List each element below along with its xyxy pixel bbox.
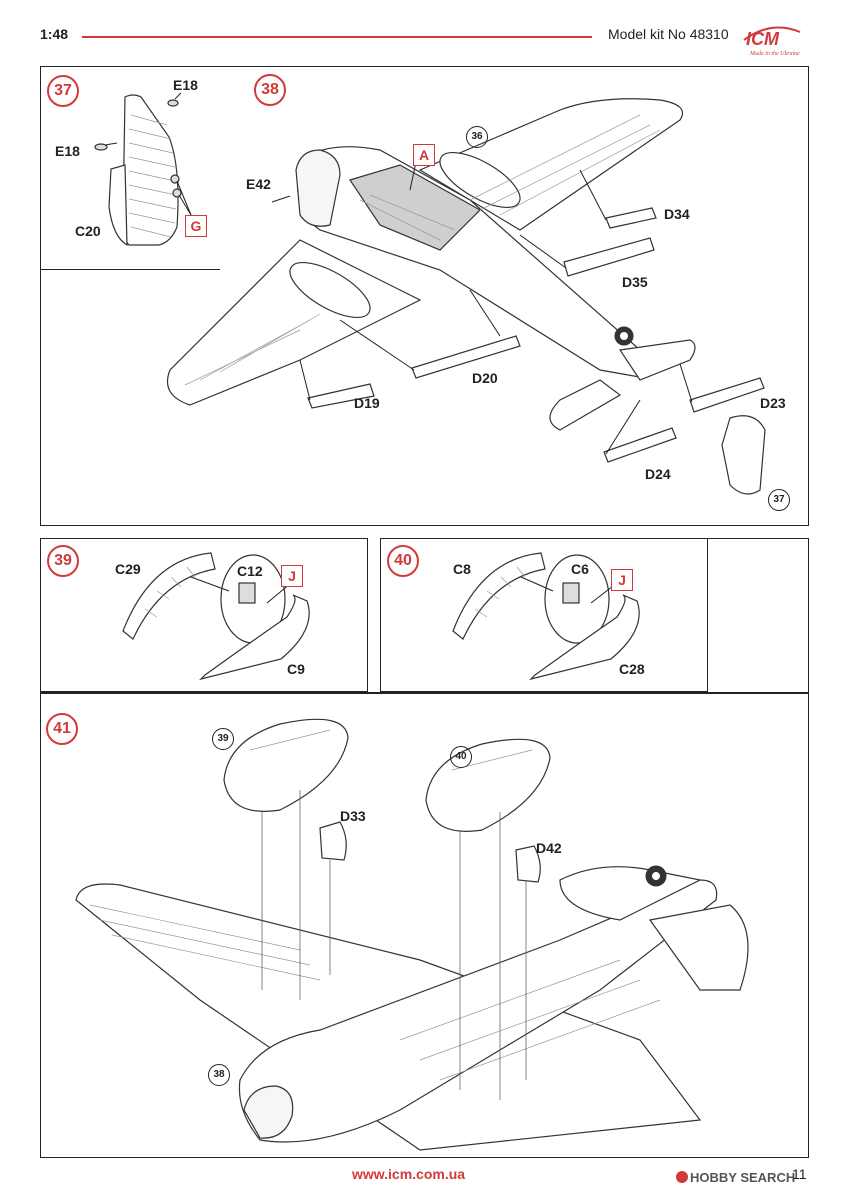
header-rule	[82, 36, 592, 38]
watermark: HOBBY SEARCH	[690, 1170, 796, 1185]
watermark-icon	[676, 1171, 688, 1183]
scale-label: 1:48	[40, 26, 69, 42]
website-url[interactable]: www.icm.com.ua	[352, 1166, 466, 1182]
ref-36: 36	[466, 126, 488, 148]
part-d42: D42	[536, 840, 562, 856]
part-d33: D33	[340, 808, 366, 824]
part-e42: E42	[246, 176, 271, 192]
callout-g: G	[185, 215, 207, 237]
svg-text:ICM: ICM	[746, 29, 780, 49]
ref-40: 40	[450, 746, 472, 768]
kit-number: Model kit No 48310	[608, 26, 729, 42]
step-37-number: 37	[47, 75, 79, 107]
part-c12: C12	[237, 563, 263, 579]
part-c6: C6	[571, 561, 589, 577]
part-d35: D35	[622, 274, 648, 290]
callout-a: A	[413, 144, 435, 166]
icm-logo: ICM Made in the Ukraine	[736, 18, 806, 58]
part-c20: C20	[75, 223, 101, 239]
right-engine-cowl-illustration	[452, 552, 640, 681]
part-e18-top: E18	[173, 77, 198, 93]
step-38-number: 38	[254, 74, 286, 106]
step-39-number: 39	[47, 545, 79, 577]
rudder-illustration	[94, 92, 192, 247]
page-number: 11	[792, 1166, 807, 1182]
part-c8: C8	[453, 561, 471, 577]
step-41-top-border	[40, 692, 809, 694]
callout-j-39: J	[281, 565, 303, 587]
part-d34: D34	[664, 206, 690, 222]
ref-38: 38	[208, 1064, 230, 1086]
step-37-panel: 37 E18 E18 C20 G	[40, 66, 222, 270]
ref-37: 37	[768, 489, 790, 511]
step-41-number: 41	[46, 713, 78, 745]
part-d24: D24	[645, 466, 671, 482]
step-40-panel: 40 C8 C6 C28 J	[380, 538, 708, 692]
part-e18-left: E18	[55, 143, 80, 159]
part-c29: C29	[115, 561, 141, 577]
part-d19: D19	[354, 395, 380, 411]
part-c9: C9	[287, 661, 305, 677]
part-d23: D23	[760, 395, 786, 411]
ref-39: 39	[212, 728, 234, 750]
svg-text:Made in the Ukraine: Made in the Ukraine	[749, 51, 800, 57]
step-40-number: 40	[387, 545, 419, 577]
step-39-panel: 39 C29 C12 C9 J	[40, 538, 368, 692]
left-engine-cowl-illustration	[122, 552, 310, 681]
part-c28: C28	[619, 661, 645, 677]
part-d20: D20	[472, 370, 498, 386]
aircraft-top-illustration	[166, 98, 766, 495]
callout-j-40: J	[611, 569, 633, 591]
step-39-40-right-frame	[708, 538, 809, 692]
